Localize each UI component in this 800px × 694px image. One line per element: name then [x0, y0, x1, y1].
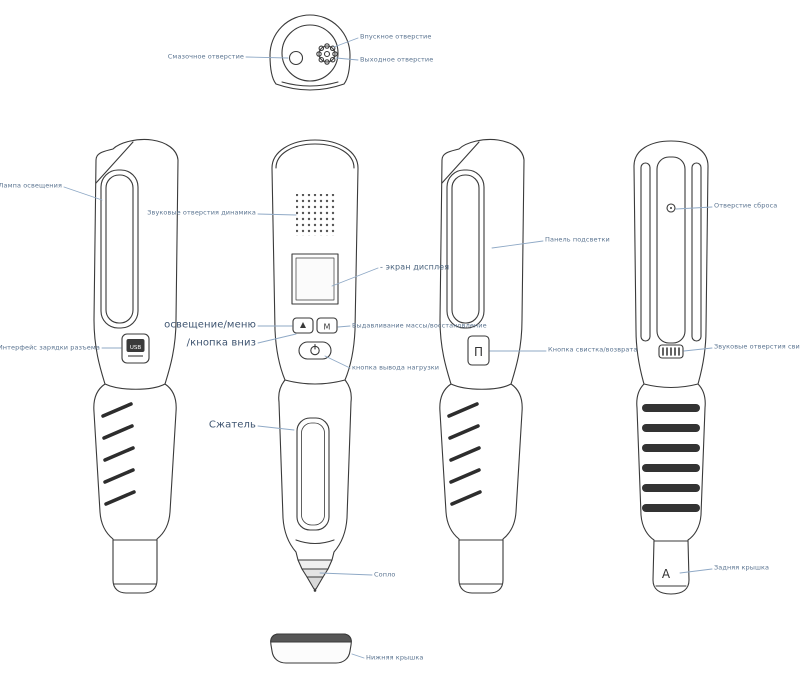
- whistle-return-button[interactable]: [467, 335, 490, 366]
- label-nozzle: Сопло: [374, 570, 396, 579]
- label-back-base: Задняя крышка: [714, 563, 770, 572]
- up-arrow-icon: [300, 322, 306, 328]
- leader-lines: [63, 37, 713, 659]
- label-light-menu-button: освещение/меню: [164, 319, 256, 331]
- label-lubrication-hole: Смазочное отверстие: [167, 52, 244, 61]
- label-whistle-holes: Звуковые отверстия свистка: [714, 342, 800, 351]
- whistle-speaker-grille: [658, 344, 684, 359]
- label-whistle-button: Кнопка свистка/возврата: [548, 345, 638, 354]
- bottom-view-drawing: [270, 633, 352, 664]
- grip-bands: [642, 404, 700, 512]
- outlet-gear-icon: [316, 43, 338, 65]
- display-screen: [291, 253, 339, 305]
- marker-a: А: [662, 567, 671, 581]
- nozzle-tip: [297, 559, 333, 592]
- power-button[interactable]: [298, 341, 332, 360]
- power-icon: [310, 343, 320, 356]
- m-button-glyph: M: [324, 323, 331, 332]
- back-view-drawing: А: [633, 140, 709, 595]
- label-inlet-hole: Впускное отверстие: [360, 32, 432, 41]
- p-button-label: П: [474, 345, 483, 359]
- speaker-holes: [296, 194, 336, 236]
- left-view-drawing: USB: [92, 137, 180, 595]
- label-backlight-panel: Панель подсветки: [545, 235, 610, 244]
- label-light-panel: Лампа освещения: [0, 181, 62, 190]
- light-menu-button[interactable]: [292, 317, 314, 334]
- menu-button[interactable]: [316, 317, 338, 334]
- top-view-drawing: [269, 14, 351, 91]
- label-display-screen: - экран дисплея: [380, 262, 450, 272]
- label-grip: Сжатель: [208, 419, 256, 431]
- label-charging-port: Интерфейс зарядки разъема: [0, 343, 100, 352]
- label-speaker-holes: Звуковые отверстия динамика: [147, 208, 256, 217]
- inlet-hole-icon: [288, 50, 304, 66]
- label-down-button: /кнопка вниз: [186, 337, 256, 349]
- label-outlet-hole: Выходное отверстие: [360, 55, 434, 64]
- reset-hole: [666, 203, 676, 213]
- label-reset-hole: Отверстие сброса: [714, 201, 778, 210]
- right-view-drawing: П: [438, 137, 526, 595]
- label-load-button: кнопка вывода нагрузки: [352, 363, 440, 372]
- usb-label: USB: [130, 345, 142, 351]
- front-view-drawing: M: [271, 139, 359, 592]
- front-grip-slot: [296, 417, 330, 531]
- usb-charging-port: [121, 333, 150, 364]
- label-bottom-cap: Нижняя крышка: [366, 653, 424, 662]
- label-extrude-button: Выдавливание массы/восстановление: [352, 321, 487, 330]
